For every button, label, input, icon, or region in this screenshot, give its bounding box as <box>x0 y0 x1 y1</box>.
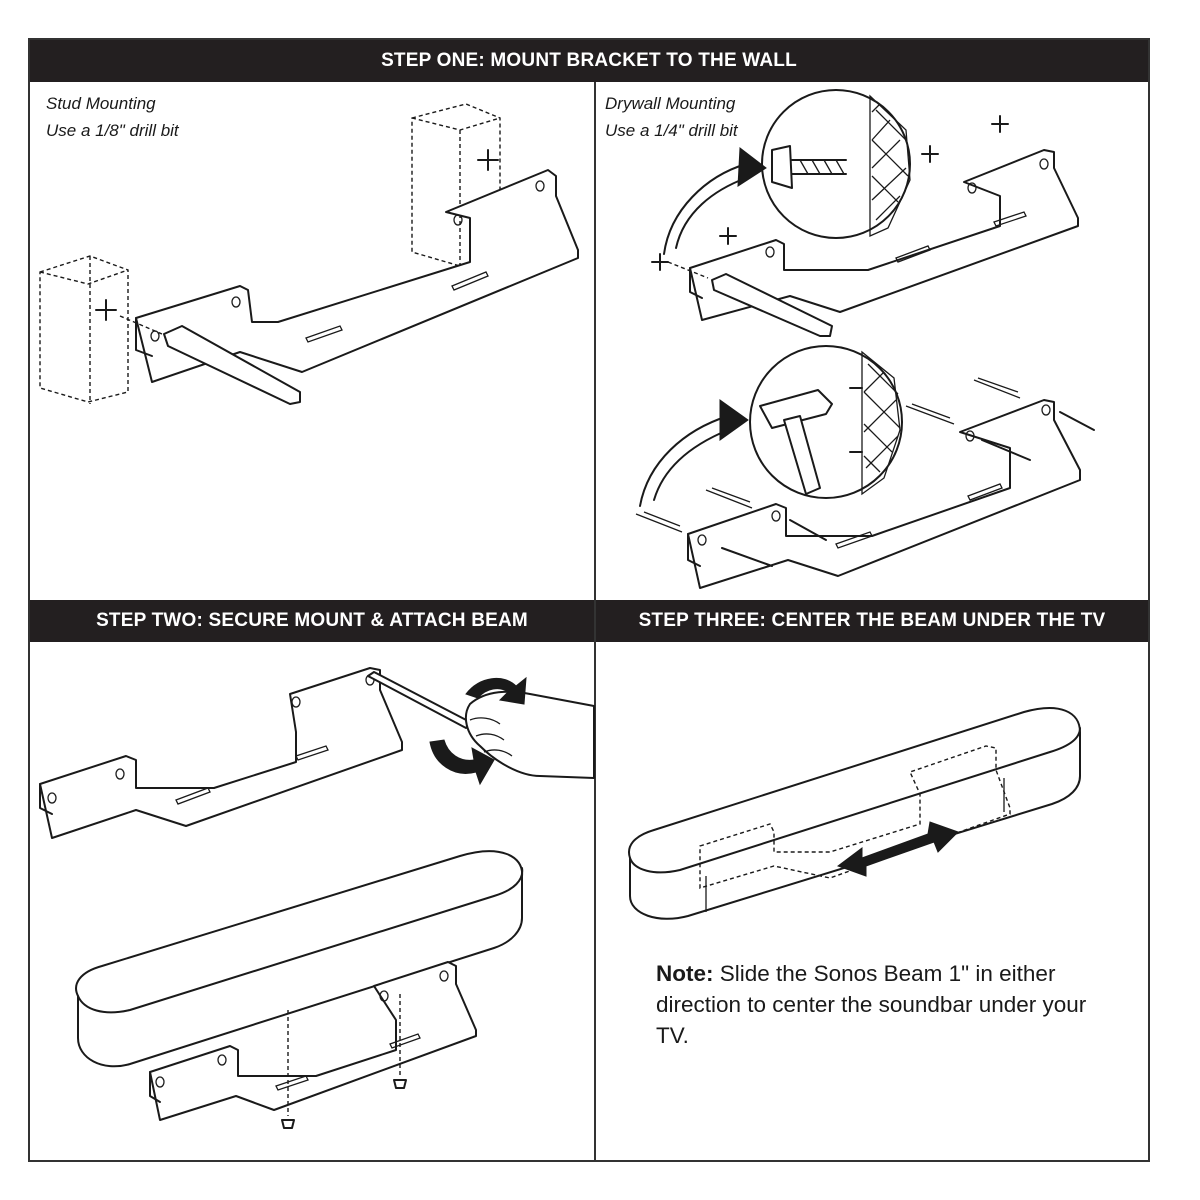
step-two-banner: STEP TWO: SECURE MOUNT & ATTACH BEAM <box>30 600 594 642</box>
wall-stud-right <box>411 103 501 267</box>
sonos-beam <box>75 850 524 1068</box>
attach-beam-illustration <box>75 850 524 1129</box>
stud-mounting-label: Stud Mounting <box>46 94 156 113</box>
stud-mounting-caption: Stud Mounting Use a 1/8" drill bit <box>46 90 179 144</box>
mounting-screw-icon <box>281 994 407 1129</box>
stud-drill-bit-label: Use a 1/8" drill bit <box>46 121 179 140</box>
note-label: Note: <box>656 961 714 986</box>
stud-mounting-illustration <box>39 103 579 405</box>
drywall-anchor-illustration <box>635 345 1095 589</box>
mounting-bracket <box>135 169 579 383</box>
drywall-bracket-upper <box>667 149 1079 337</box>
step-three-title: STEP THREE: CENTER THE BEAM UNDER THE TV <box>638 610 1106 631</box>
beam-bracket <box>149 961 477 1121</box>
step-one-title: STEP ONE: MOUNT BRACKET TO THE WALL <box>381 50 797 71</box>
note-text: Slide the Sonos Beam 1" in either direct… <box>656 961 1087 1048</box>
sonos-beam <box>628 707 1081 920</box>
pencil-mark-icon <box>95 149 499 321</box>
hand-icon <box>464 690 595 779</box>
zoom-arrow-icon <box>663 147 767 255</box>
screw-icon <box>721 411 1095 567</box>
center-beam-illustration <box>628 707 1081 920</box>
hammer-zoom-circle <box>749 345 903 499</box>
drill-bit-zoom-circle <box>761 89 911 239</box>
drywall-bracket-lower <box>687 399 1081 589</box>
instruction-frame <box>28 38 1150 1162</box>
drywall-drill-bit-label: Use a 1/4" drill bit <box>605 121 738 140</box>
rotate-arrow-icon <box>429 676 527 786</box>
drywall-mounting-label: Drywall Mounting <box>605 94 736 113</box>
drywall-mounting-caption: Drywall Mounting Use a 1/4" drill bit <box>605 90 738 144</box>
step-one-banner: STEP ONE: MOUNT BRACKET TO THE WALL <box>30 40 1148 82</box>
pencil-icon <box>119 315 301 405</box>
wall-stud-left <box>39 255 129 404</box>
hidden-bracket-outline <box>699 745 1011 889</box>
mounted-bracket <box>39 667 403 839</box>
step-three-banner: STEP THREE: CENTER THE BEAM UNDER THE TV <box>596 600 1148 642</box>
drywall-drill-illustration <box>651 89 1079 337</box>
step-two-title: STEP TWO: SECURE MOUNT & ATTACH BEAM <box>96 610 528 631</box>
wall-anchor-icon <box>635 377 1021 533</box>
centering-note: Note: Slide the Sonos Beam 1" in either … <box>656 958 1096 1051</box>
secure-mount-illustration <box>39 667 595 839</box>
pencil-mark-icon <box>651 115 1009 271</box>
panel-divider <box>594 82 596 1160</box>
slide-arrow-icon <box>836 821 959 877</box>
zoom-arrow-icon <box>639 399 749 507</box>
